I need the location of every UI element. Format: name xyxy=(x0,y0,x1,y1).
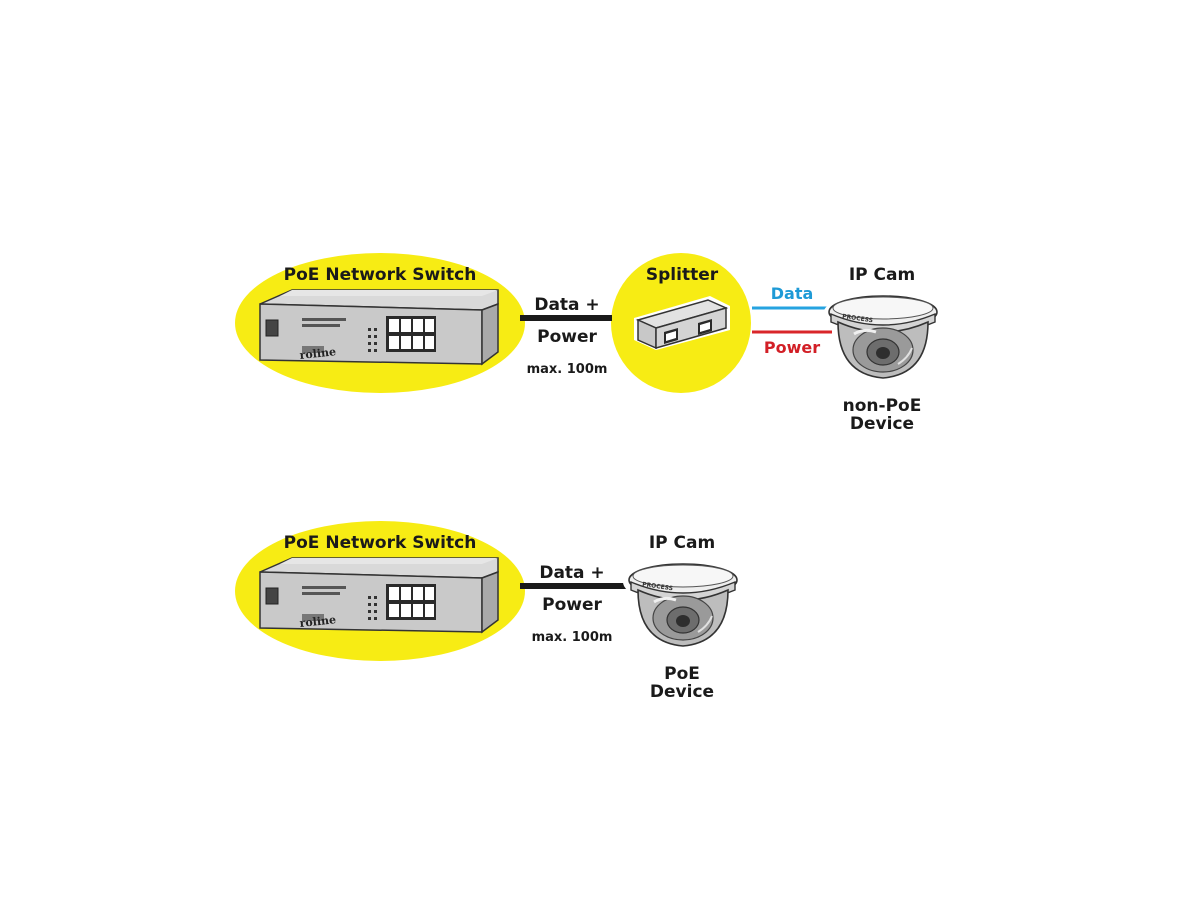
bottom-cable-label-line1: Data + xyxy=(539,563,604,583)
dome-camera-icon xyxy=(621,558,745,648)
top-splitter-title: Splitter xyxy=(646,265,719,285)
top-cable-label-line2: Power xyxy=(537,327,597,347)
bottom-camera-device-line2: Device xyxy=(650,682,714,702)
network-switch-icon xyxy=(259,289,499,365)
top-data-label: Data xyxy=(771,284,814,303)
top-camera-device-line1: non-PoE xyxy=(843,396,922,416)
bottom-switch-title: PoE Network Switch xyxy=(284,533,477,553)
bottom-camera-device-line1: PoE xyxy=(664,664,700,684)
svg-text:roline: roline xyxy=(299,613,337,630)
top-row: roline PROCESS PoE Network Switch Data +… xyxy=(235,253,945,437)
top-cable-distance: max. 100m xyxy=(527,362,608,377)
dome-camera-icon xyxy=(821,290,945,380)
bottom-camera-brand: PROCESS xyxy=(642,581,674,592)
top-switch-title: PoE Network Switch xyxy=(284,265,477,285)
top-camera-brand: PROCESS xyxy=(842,313,874,324)
bottom-camera-title: IP Cam xyxy=(649,533,715,553)
bottom-cable-label-line2: Power xyxy=(542,595,602,615)
top-camera-device: PROCESS xyxy=(821,290,945,380)
bottom-switch-device: roline xyxy=(259,557,499,633)
bottom-row: roline PROCESS PoE Network Switch Data +… xyxy=(235,521,745,705)
top-cable-label-line1: Data + xyxy=(534,295,599,315)
top-power-label: Power xyxy=(764,338,820,357)
svg-text:roline: roline xyxy=(299,345,337,362)
bottom-cable-distance: max. 100m xyxy=(532,630,613,645)
top-camera-device-line2: Device xyxy=(850,414,914,434)
bottom-camera-device: PROCESS xyxy=(621,558,745,648)
network-switch-icon xyxy=(259,557,499,633)
top-camera-title: IP Cam xyxy=(849,265,915,285)
top-switch-device: roline xyxy=(259,289,499,365)
